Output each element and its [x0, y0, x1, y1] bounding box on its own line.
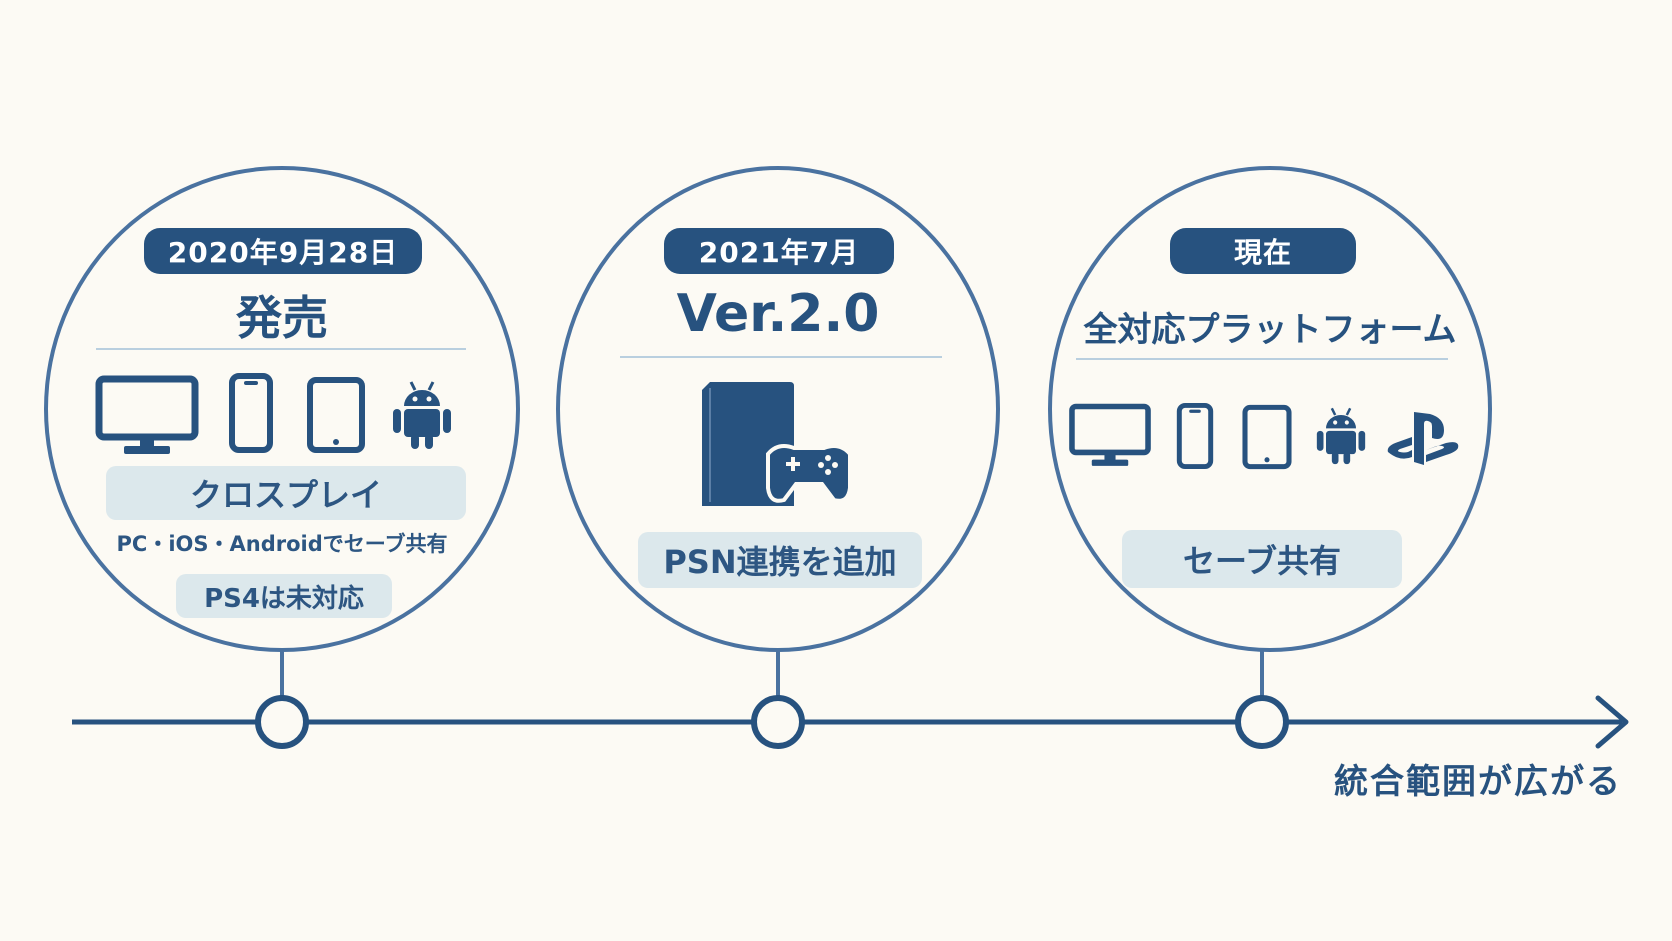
android-icon: [392, 378, 452, 450]
android-icon: [1316, 404, 1366, 466]
milestone-title-2: Ver.2.0: [676, 284, 880, 344]
smartphone-icon: [1176, 402, 1214, 470]
tablet-icon: [306, 376, 366, 454]
monitor-icon: [94, 374, 200, 456]
milestone-subtag-1: PS4は未対応: [176, 574, 392, 618]
playstation-console-icon: [694, 378, 852, 510]
timeline-node-1: [255, 695, 309, 749]
milestone-date-2: 2021年7月: [664, 228, 894, 274]
milestone-date-3: 現在: [1170, 228, 1356, 274]
playstation-logo-icon: [1386, 408, 1460, 466]
milestone-note-1: PC・iOS・Androidでセーブ共有: [116, 532, 448, 556]
timeline-arrowhead: [1595, 695, 1629, 749]
divider-1: [96, 348, 466, 350]
milestone-tag-2: PSN連携を追加: [638, 532, 922, 588]
milestone-tag-3: セーブ共有: [1122, 530, 1402, 588]
milestone-title-3: 全対応プラットフォーム: [1083, 310, 1457, 350]
smartphone-icon: [228, 372, 274, 454]
divider-2: [620, 356, 942, 358]
timeline-caption: 統合範囲が広がる: [1334, 762, 1622, 802]
milestone-date-1: 2020年9月28日: [144, 228, 422, 274]
timeline-node-3: [1235, 695, 1289, 749]
divider-3: [1076, 358, 1448, 360]
milestone-tag-1: クロスプレイ: [106, 466, 466, 520]
milestone-title-1: 発売: [236, 291, 328, 345]
monitor-icon: [1068, 400, 1152, 470]
tablet-icon: [1240, 404, 1294, 470]
timeline-node-2: [751, 695, 805, 749]
